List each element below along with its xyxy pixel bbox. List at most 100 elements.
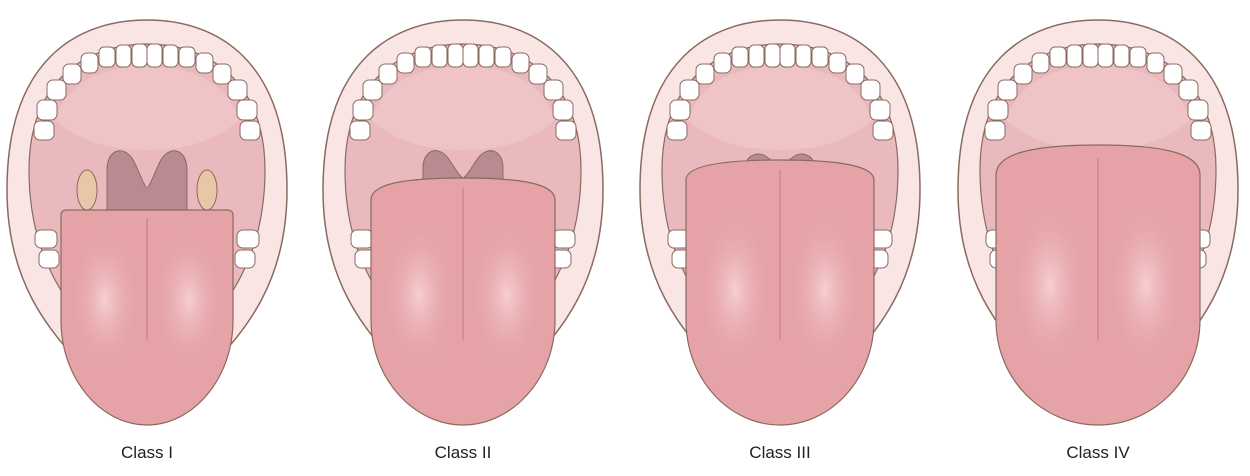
- upper-teeth: [984, 43, 1212, 141]
- tooth-icon: [764, 43, 781, 68]
- palate: [371, 66, 555, 150]
- tooth-icon: [1031, 52, 1050, 74]
- tooth-icon: [236, 229, 260, 249]
- tooth-icon: [350, 229, 374, 249]
- tooth-icon: [1178, 79, 1199, 101]
- tooth-icon: [795, 44, 812, 68]
- tooth-icon: [38, 249, 60, 269]
- tongue-highlight-left: [699, 210, 771, 370]
- tooth-icon: [779, 43, 796, 68]
- uvula-icon: [137, 150, 157, 188]
- tooth-icon: [33, 120, 55, 141]
- tooth-icon: [234, 249, 256, 269]
- tooth-icon: [1049, 46, 1067, 68]
- tooth-icon: [695, 63, 715, 85]
- tooth-icon: [1113, 44, 1130, 68]
- tooth-icon: [236, 99, 258, 121]
- tongue-highlight-right: [471, 220, 543, 370]
- tooth-icon: [378, 63, 398, 85]
- palate: [1006, 66, 1190, 150]
- tooth-icon: [352, 99, 374, 121]
- tooth-icon: [1190, 120, 1212, 141]
- tooth-icon: [872, 120, 894, 141]
- tooth-icon: [212, 63, 232, 85]
- panel-label: Class IV: [1066, 443, 1130, 462]
- tooth-icon: [511, 52, 530, 74]
- tooth-icon: [36, 99, 58, 121]
- lower-teeth: [350, 229, 576, 269]
- tooth-icon: [494, 46, 512, 68]
- palate: [688, 66, 872, 150]
- tooth-icon: [462, 43, 479, 68]
- panel-label: Class II: [435, 443, 492, 462]
- upper-teeth: [349, 43, 577, 141]
- tongue-highlight-right: [1108, 200, 1184, 370]
- tooth-icon: [98, 46, 116, 68]
- tooth-icon: [987, 99, 1009, 121]
- tooth-icon: [552, 99, 574, 121]
- tooth-icon: [162, 44, 179, 68]
- tooth-icon: [227, 79, 248, 101]
- tooth-icon: [748, 44, 765, 68]
- tooth-icon: [1129, 46, 1147, 68]
- tonsil-icon: [196, 169, 218, 211]
- tooth-icon: [178, 46, 196, 68]
- tooth-icon: [349, 120, 371, 141]
- panel-class-3: Class III: [639, 19, 921, 462]
- uvula-icon: [453, 150, 473, 178]
- tooth-icon: [1082, 43, 1099, 68]
- tooth-icon: [713, 52, 732, 74]
- tongue-highlight-left: [70, 230, 140, 370]
- tooth-icon: [1066, 44, 1083, 68]
- tooth-icon: [46, 79, 67, 101]
- tooth-icon: [62, 63, 82, 85]
- tooth-icon: [731, 46, 749, 68]
- tooth-icon: [860, 79, 881, 101]
- tooth-icon: [80, 52, 99, 74]
- tooth-icon: [845, 63, 865, 85]
- tooth-icon: [1146, 52, 1165, 74]
- tooth-icon: [115, 44, 132, 68]
- tooth-icon: [666, 120, 688, 141]
- tooth-icon: [447, 43, 464, 68]
- upper-teeth: [33, 43, 261, 141]
- tooth-icon: [195, 52, 214, 74]
- tooth-icon: [528, 63, 548, 85]
- tongue-highlight-left: [1012, 200, 1088, 370]
- tooth-icon: [543, 79, 564, 101]
- tooth-icon: [1097, 43, 1114, 68]
- tooth-icon: [555, 120, 577, 141]
- panel-label: Class I: [121, 443, 173, 462]
- tooth-icon: [811, 46, 829, 68]
- tooth-icon: [414, 46, 432, 68]
- tooth-icon: [984, 120, 1006, 141]
- panel-class-1: Class I: [6, 19, 288, 462]
- tooth-icon: [552, 229, 576, 249]
- tooth-icon: [239, 120, 261, 141]
- tooth-icon: [1163, 63, 1183, 85]
- tooth-icon: [396, 52, 415, 74]
- tooth-icon: [679, 79, 700, 101]
- upper-teeth: [666, 43, 894, 141]
- panel-class-4: Class IV: [957, 19, 1239, 462]
- panel-class-2: Class II: [322, 19, 604, 462]
- tooth-icon: [828, 52, 847, 74]
- tongue-highlight-left: [383, 220, 455, 370]
- tongue-highlight-right: [789, 210, 861, 370]
- pharynx: [106, 150, 188, 226]
- tongue-highlight-right: [154, 230, 224, 370]
- tonsil-icon: [76, 169, 98, 211]
- tooth-icon: [478, 44, 495, 68]
- lower-teeth: [34, 229, 260, 269]
- tooth-icon: [131, 43, 148, 68]
- tooth-icon: [669, 99, 691, 121]
- tooth-icon: [997, 79, 1018, 101]
- tooth-icon: [869, 99, 891, 121]
- tooth-icon: [1187, 99, 1209, 121]
- tooth-icon: [34, 229, 58, 249]
- panel-label: Class III: [749, 443, 810, 462]
- tooth-icon: [1013, 63, 1033, 85]
- tooth-icon: [146, 43, 163, 68]
- tooth-icon: [431, 44, 448, 68]
